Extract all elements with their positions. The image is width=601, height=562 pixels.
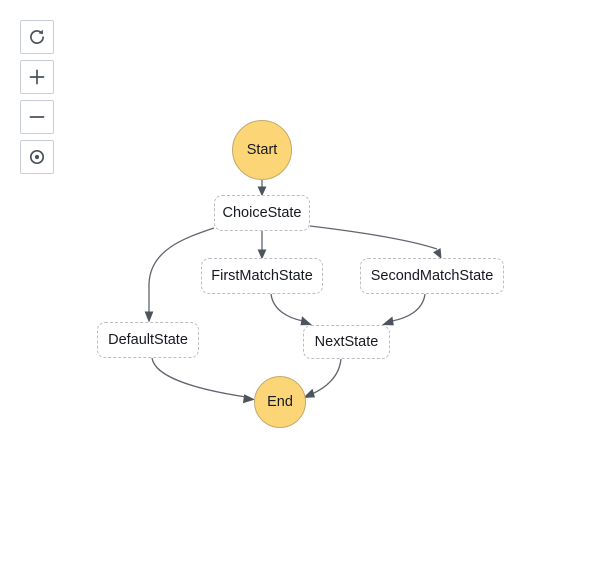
node-nextstate[interactable]: NextState [303, 325, 390, 359]
center-button[interactable] [20, 140, 54, 174]
refresh-button[interactable] [20, 20, 54, 54]
node-secondmatchstate[interactable]: SecondMatchState [360, 258, 504, 294]
edge-choicestate-to-secondmatchstate [309, 225, 442, 259]
node-defaultstate[interactable]: DefaultState [97, 322, 199, 358]
node-firstmatchstate[interactable]: FirstMatchState [201, 258, 323, 294]
node-label: ChoiceState [222, 204, 302, 221]
graph-toolbar [20, 20, 54, 174]
zoom-out-button[interactable] [20, 100, 54, 134]
edge-nextstate-to-end [303, 358, 342, 398]
node-end[interactable]: End [254, 376, 306, 428]
node-label: NextState [314, 333, 379, 350]
edge-defaultstate-to-end [151, 357, 255, 404]
node-start[interactable]: Start [232, 120, 292, 180]
refresh-icon [27, 27, 47, 47]
node-choicestate[interactable]: ChoiceState [214, 195, 310, 231]
edge-choicestate-to-firstmatchstate [257, 231, 267, 260]
node-label: Start [246, 141, 278, 158]
edge-start-to-choicestate [257, 180, 267, 197]
edge-choicestate-to-defaultstate [144, 227, 215, 323]
edge-secondmatchstate-to-nextstate [382, 293, 426, 326]
edge-firstmatchstate-to-nextstate [270, 293, 312, 326]
node-label: FirstMatchState [211, 267, 313, 284]
node-label: End [267, 393, 293, 410]
plus-icon [27, 67, 47, 87]
zoom-in-button[interactable] [20, 60, 54, 94]
node-label: DefaultState [108, 331, 188, 348]
node-label: SecondMatchState [370, 267, 494, 284]
minus-icon [27, 107, 47, 127]
target-icon [27, 147, 47, 167]
